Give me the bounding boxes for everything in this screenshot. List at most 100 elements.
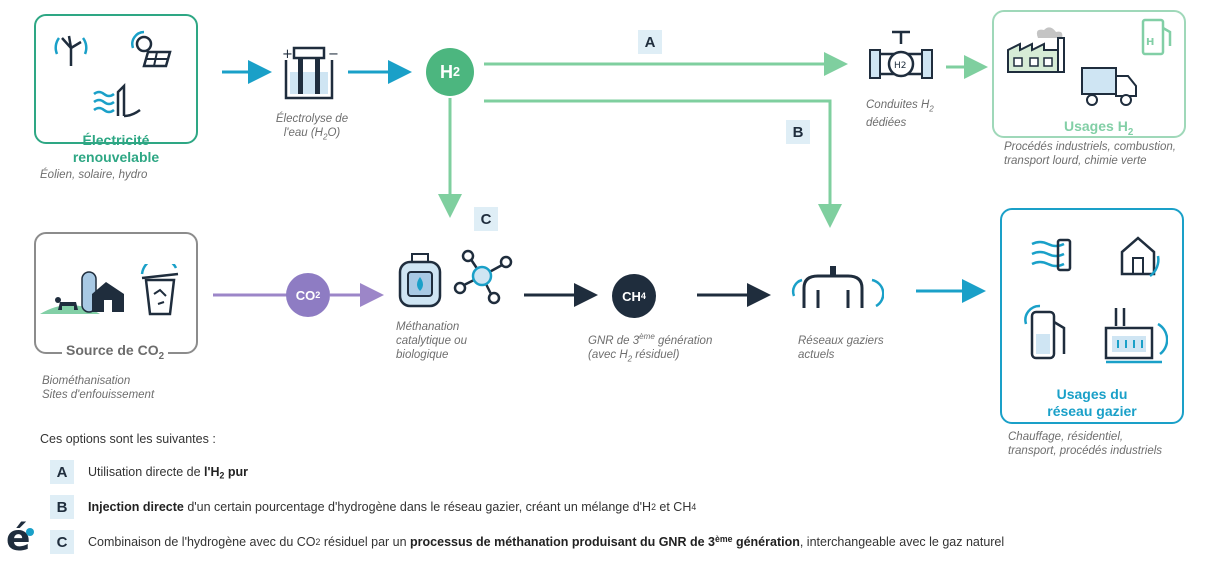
gas-tank-icon: [398, 253, 442, 308]
legend-intro: Ces options sont les suivantes :: [40, 432, 216, 446]
legend-b-bold: Injection directe: [88, 500, 184, 514]
usages-h2-title-sub: 2: [1127, 126, 1134, 138]
networks-line1: Réseaux gaziers: [798, 335, 884, 347]
legend-c-bold2: génération: [732, 535, 800, 549]
legend-a-bold-sub: 2: [219, 470, 225, 481]
arrow-path-b: [484, 99, 842, 228]
legend-b-sub2: 4: [691, 502, 697, 512]
pipelines-label: Conduites H2 dédiées: [866, 98, 934, 130]
legend-a-bold2: pur: [224, 465, 248, 479]
usages-h2-box: H Usages H2: [992, 10, 1186, 138]
tag-a: A: [638, 30, 662, 54]
renewable-box: Électricité renouvelable: [34, 14, 198, 165]
gnr-label: GNR de 3ème génération (avec H2 résiduel…: [588, 330, 712, 366]
legend-a-text1: Utilisation directe de: [88, 465, 205, 479]
legend-c-bold-sup: ème: [714, 533, 733, 544]
svg-text:H2: H2: [894, 61, 907, 71]
usages-network-subtitle: Chauffage, résidentiel, transport, procé…: [1008, 430, 1162, 458]
legend-tag-c: C: [50, 530, 74, 554]
gnr-line1-sup: ème: [639, 332, 655, 341]
legend-c-text2: résiduel par un: [320, 535, 411, 549]
ch4-node-sub: 4: [640, 291, 646, 301]
factory-icon: [1007, 27, 1065, 73]
usages-h2-subtitle-line1: Procédés industriels, combustion,: [1004, 141, 1176, 153]
svg-text:+: +: [282, 47, 293, 62]
co2-source-subtitle-line2: Sites d'enfouissement: [42, 389, 155, 401]
methanation-line3: biologique: [396, 349, 449, 361]
gas-pump-icon: [1024, 304, 1066, 360]
h2-node-sub: 2: [452, 65, 460, 79]
legend-c-text3: , interchangeable avec le gaz naturel: [799, 535, 1005, 549]
methanation-line2: catalytique ou: [396, 335, 467, 347]
co2-source-title: Source de CO2: [62, 342, 169, 362]
house-icon: [1120, 236, 1160, 278]
solar-panel-icon: [131, 30, 172, 68]
electrolysis-label: Électrolyse de l'eau (H2O): [262, 112, 362, 144]
usages-network-box: Usages du réseau gazier: [1000, 208, 1184, 424]
pipelines-line1: Conduites H: [866, 99, 930, 111]
svg-text:−: −: [328, 47, 339, 62]
legend-c-bold: processus de méthanation produisant du G…: [410, 535, 715, 549]
logo-letter: é: [6, 518, 31, 559]
ch4-node-label: CH: [622, 288, 641, 304]
farm-icon: [40, 271, 124, 314]
usages-network-subtitle-line2: transport, procédés industriels: [1008, 445, 1163, 457]
company-logo: é: [4, 518, 44, 560]
legend-b-text1: d'un certain pourcentage d'hydrogène dan…: [183, 500, 652, 514]
gnr-line1-b: génération: [654, 334, 713, 347]
truck-icon: [1081, 67, 1137, 106]
gas-network-pipe-icon: [791, 266, 884, 308]
tag-b: B: [786, 120, 810, 144]
methanation-label: Méthanation catalytique ou biologique: [396, 320, 467, 362]
co2-source-subtitle: Biométhanisation Sites d'enfouissement: [42, 374, 154, 402]
legend-a-bold: l'H: [204, 465, 220, 479]
logo-dot: [26, 528, 34, 536]
legend-row-b: B Injection directe d'un certain pourcen…: [50, 495, 696, 519]
electrolysis-sub: 2: [323, 132, 328, 142]
networks-label: Réseaux gaziers actuels: [798, 334, 884, 362]
h2-node-label: H: [439, 61, 453, 82]
gnr-line2-b: résiduel): [632, 348, 680, 361]
usages-h2-subtitle-line2: transport lourd, chimie verte: [1004, 155, 1147, 167]
legend-tag-a: A: [50, 460, 74, 484]
heating-icon: [1031, 238, 1072, 272]
networks-line2: actuels: [798, 349, 835, 361]
legend-tag-b: B: [50, 495, 74, 519]
renewable-title: Électricité renouvelable: [72, 132, 160, 165]
methanation-line1: Méthanation: [396, 321, 460, 333]
pump-label: H: [1146, 37, 1154, 48]
co2-node-sub: 2: [315, 290, 321, 300]
usages-h2-title: Usages H2: [1064, 118, 1133, 138]
electrolysis-end: O): [327, 127, 341, 139]
co2-source-subtitle-line1: Biométhanisation: [42, 375, 131, 387]
legend-c-sub1: 2: [315, 537, 321, 547]
electrolysis-line2: l'eau (H: [283, 127, 323, 139]
tag-c: C: [474, 207, 498, 231]
gnr-line1-a: GNR de 3: [588, 334, 640, 347]
hydrogen-pump-icon: H: [1141, 18, 1172, 56]
electrolysis-line1: Électrolyse de: [275, 113, 349, 125]
pipelines-line2: dédiées: [866, 117, 907, 130]
usages-h2-subtitle: Procédés industriels, combustion, transp…: [1004, 140, 1176, 168]
pipelines-sub: 2: [929, 104, 934, 114]
waste-bin-icon: [140, 264, 179, 316]
wind-turbine-icon: [54, 35, 88, 66]
hydro-dam-icon: [93, 82, 141, 118]
usages-network-subtitle-line1: Chauffage, résidentiel,: [1008, 431, 1124, 443]
renewable-subtitle: Éolien, solaire, hydro: [40, 169, 148, 181]
gnr-line2-a: (avec H: [588, 348, 628, 361]
legend-c-text1: Combinaison de l'hydrogène avec du CO: [88, 535, 316, 549]
pipeline-valve-icon: H2: [869, 30, 933, 79]
industrial-furnace-icon: [1104, 308, 1168, 364]
electrolyzer-icon: + −: [282, 46, 339, 100]
co2-source-box: Source de CO2: [34, 232, 198, 362]
usages-network-title: Usages du réseau gazier: [1022, 386, 1162, 420]
co2-source-title-text: Source de CO: [66, 342, 159, 358]
usages-network-title-line2: réseau gazier: [1047, 403, 1137, 419]
usages-h2-title-text: Usages H: [1064, 118, 1128, 134]
